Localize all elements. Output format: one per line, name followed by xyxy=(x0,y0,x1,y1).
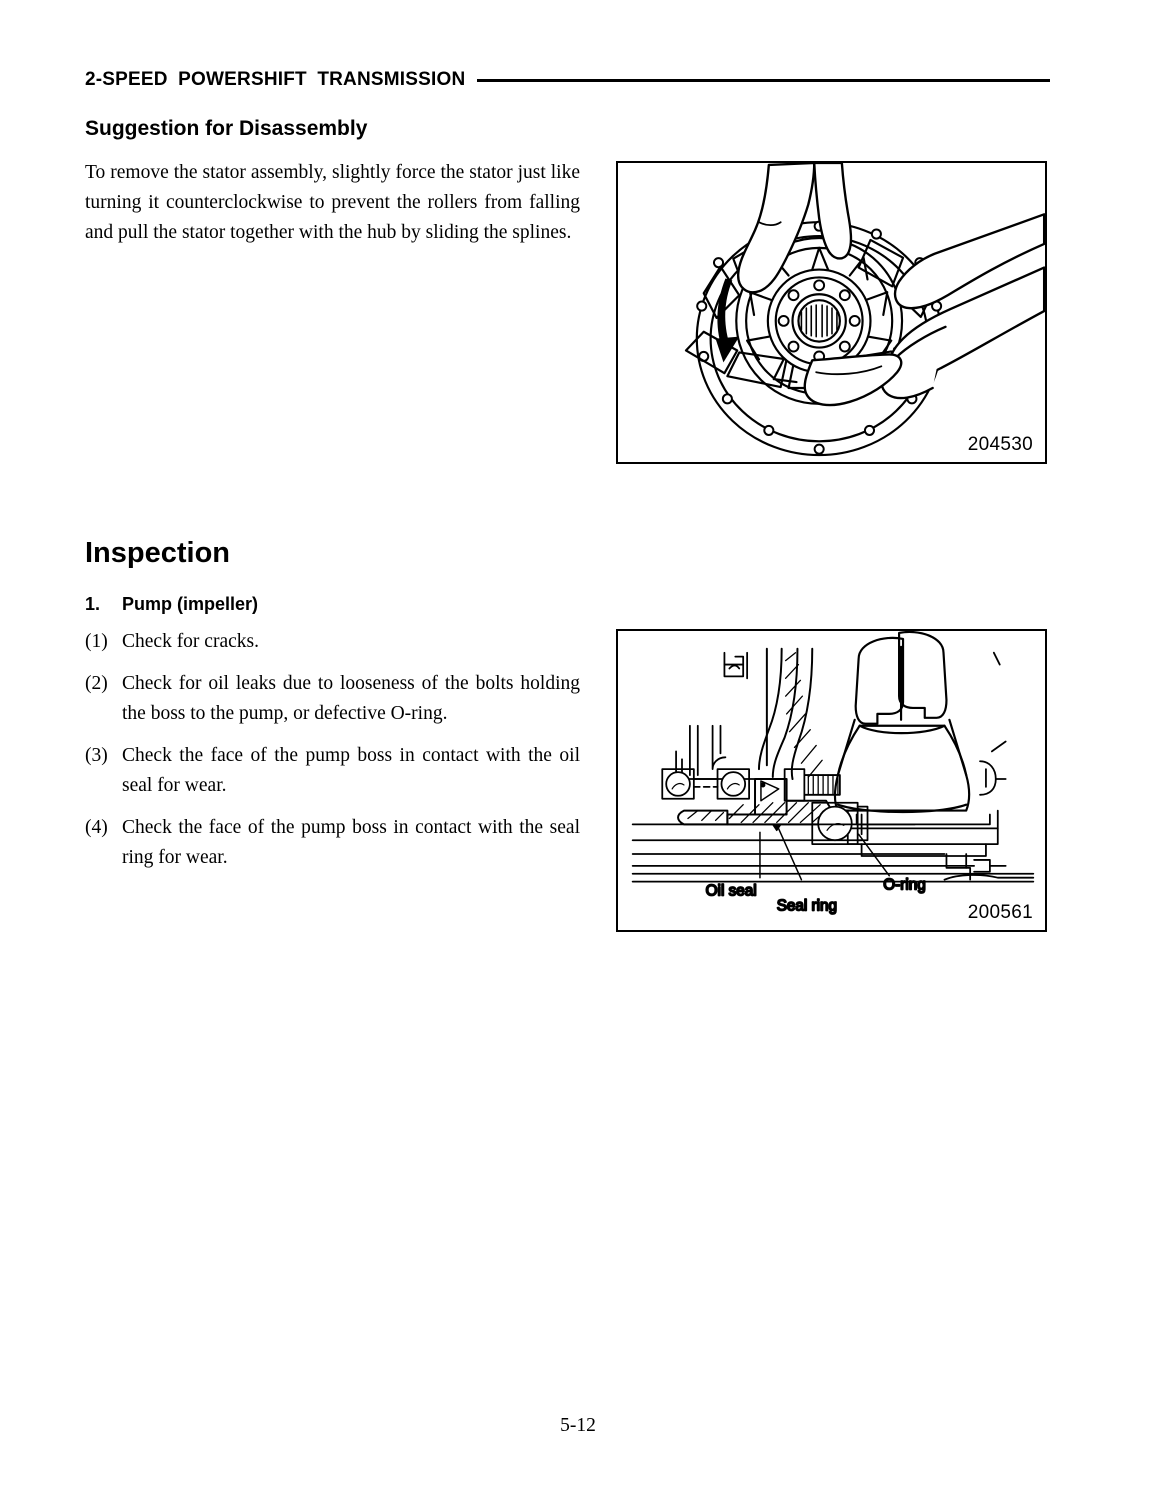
page-number: 5-12 xyxy=(560,1415,596,1436)
list-item: (1) Check for cracks. xyxy=(85,627,580,657)
list-item-number: (4) xyxy=(85,817,108,838)
figure-stator-removal: 204530 xyxy=(616,161,1047,464)
list-item: (3) Check the face of the pump boss in c… xyxy=(85,741,580,801)
running-header-title: 2-SPEED POWERSHIFT TRANSMISSION xyxy=(85,68,466,90)
heading-inspection: Inspection xyxy=(85,537,231,569)
list-item-text: Check the face of the pump boss in conta… xyxy=(122,745,580,796)
subhead-number: 1. xyxy=(85,594,101,614)
inspection-item-list: (1) Check for cracks. (2) Check for oil … xyxy=(85,627,580,873)
subhead-label: Pump (impeller) xyxy=(122,594,259,614)
list-item-text: Check for cracks. xyxy=(122,631,259,652)
list-item: (2) Check for oil leaks due to looseness… xyxy=(85,669,580,729)
list-item-text: Check the face of the pump boss in conta… xyxy=(122,817,580,868)
callout-oil-seal-text: Oil seal xyxy=(706,882,757,899)
header-rule xyxy=(477,78,1050,82)
list-item-text: Check for oil leaks due to looseness of … xyxy=(122,673,580,724)
list-item: (4) Check the face of the pump boss in c… xyxy=(85,813,580,873)
list-item-number: (1) xyxy=(85,631,108,652)
list-item-number: (2) xyxy=(85,673,108,694)
figure-number-stator: 204530 xyxy=(967,434,1033,455)
callout-seal-ring-text: Seal ring xyxy=(777,897,837,914)
figure-pump-boss-section: Oil seal Seal ring O-ring 200561 xyxy=(616,629,1047,932)
running-header: 2-SPEED POWERSHIFT TRANSMISSION xyxy=(85,66,1050,92)
suggestion-paragraph: To remove the stator assembly, slightly … xyxy=(85,162,580,243)
heading-suggestion-for-disassembly: Suggestion for Disassembly xyxy=(85,117,368,140)
pump-boss-section-illustration: Oil seal Seal ring O-ring xyxy=(631,631,1035,915)
callout-o-ring-text: O-ring xyxy=(883,877,925,894)
subhead-pump-impeller: 1. Pump (impeller) xyxy=(85,594,258,615)
figure-number-pump: 200561 xyxy=(967,902,1033,923)
list-item-number: (3) xyxy=(85,745,108,766)
stator-removal-illustration xyxy=(684,163,1045,457)
